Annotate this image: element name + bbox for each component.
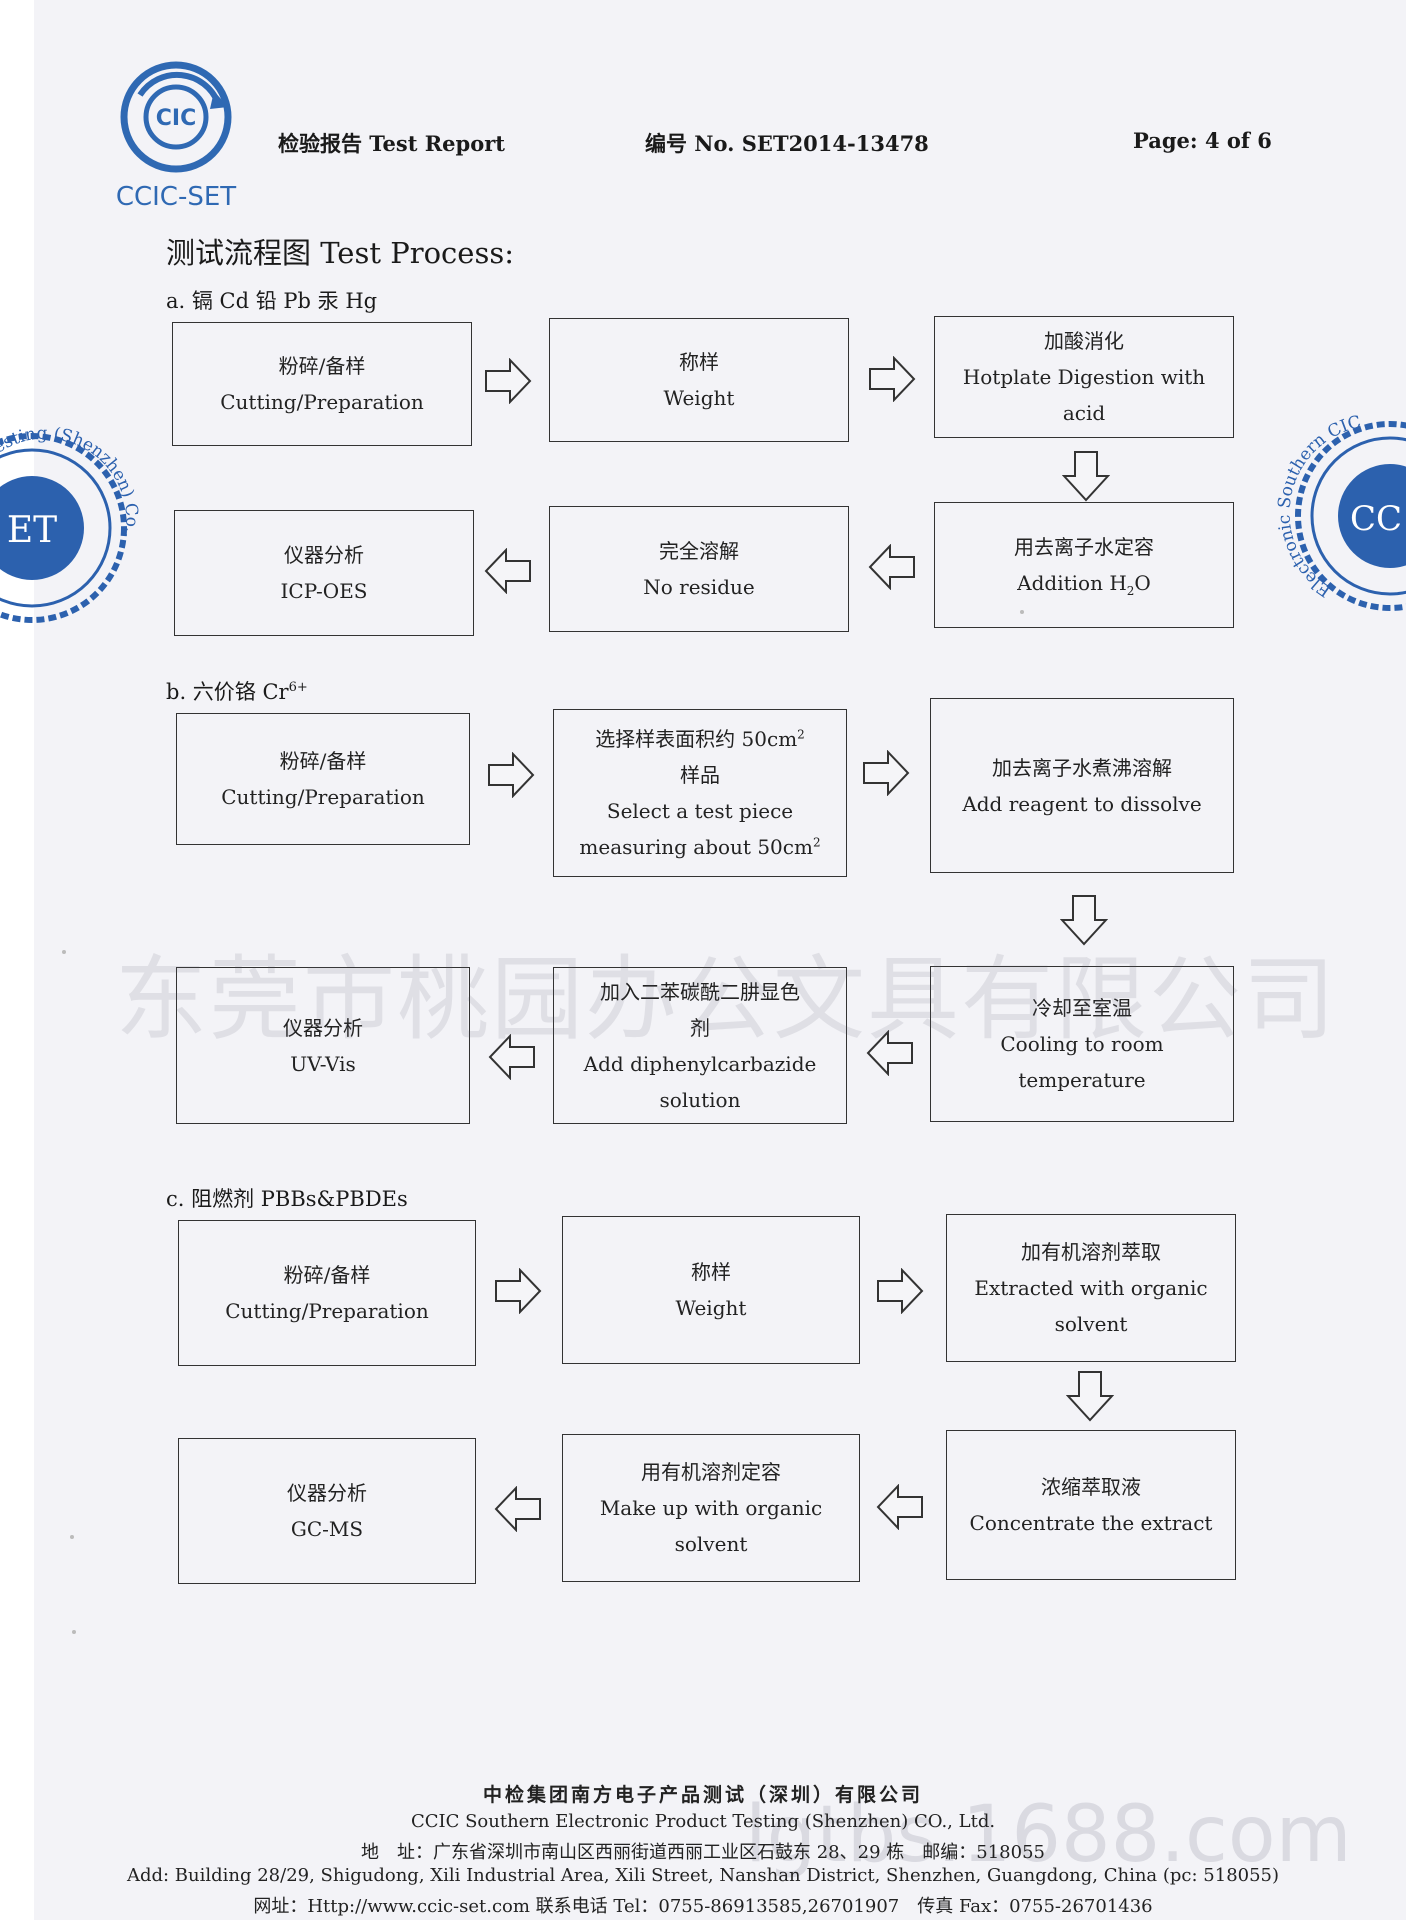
page-indicator: Page: 4 of 6 [1133,128,1272,153]
arrow-left-icon [485,549,531,593]
right-seal-center: CC [1350,499,1402,539]
arrow-right-icon [863,751,909,795]
flow-box-a4: 用去离子水定容 Addition H2O [934,502,1234,628]
flow-box-b2: 选择样表面积约 50cm2 样品 Select a test piece mea… [553,709,847,877]
report-number: 编号 No. SET2014-13478 [645,131,929,156]
scan-edge [0,0,34,1920]
section-c-label: c. 阻燃剂 PBBs&PBDEs [166,1187,408,1211]
arrow-down-icon [1063,451,1109,501]
footer-company-en: CCIC Southern Electronic Product Testing… [410,1811,996,1832]
section-b-label: b. 六价铬 Cr6+ [166,680,308,704]
arrow-right-icon [485,359,531,403]
footer-contact: 网址：Http://www.ccic-set.com 联系电话 Tel：0755… [253,1896,1153,1917]
arrow-left-icon [877,1485,923,1529]
arrow-left-icon [869,545,915,589]
footer-address-en: Add: Building 28/29, Shigudong, Xili Ind… [126,1865,1280,1886]
watermark-company: 东莞市桃园办公文具有限公司 [115,946,1338,1053]
logo-text: CIC [156,106,196,131]
left-seal-stamp: ET Testing (Shenzhen) Co., [0,423,141,623]
section-title: 测试流程图 Test Process: [166,236,515,270]
report-title: 检验报告 Test Report [278,131,505,156]
arrow-right-icon [488,753,534,797]
ccic-set-logo: CIC CCIC-SET [116,61,236,212]
footer-address-zh: 地 址：广东省深圳市南山区西丽街道西丽工业区石鼓东 28、29 栋 邮编：518… [361,1842,1045,1863]
arrow-left-icon [495,1487,541,1531]
footer-company-zh: 中检集团南方电子产品测试（深圳）有限公司 [482,1784,923,1806]
arrow-right-icon [495,1269,541,1313]
left-seal-center: ET [7,510,57,551]
right-seal-stamp: CC Electronic Southern CIC [1274,412,1406,611]
logo-caption: CCIC-SET [116,182,236,212]
arrow-right-icon [877,1269,923,1313]
watermark-url: lgtbs.1688.com [745,1790,1352,1880]
arrow-right-icon [869,357,915,401]
arrow-down-icon [1067,1371,1113,1421]
section-a-label: a. 镉 Cd 铅 Pb 汞 Hg [166,289,378,313]
